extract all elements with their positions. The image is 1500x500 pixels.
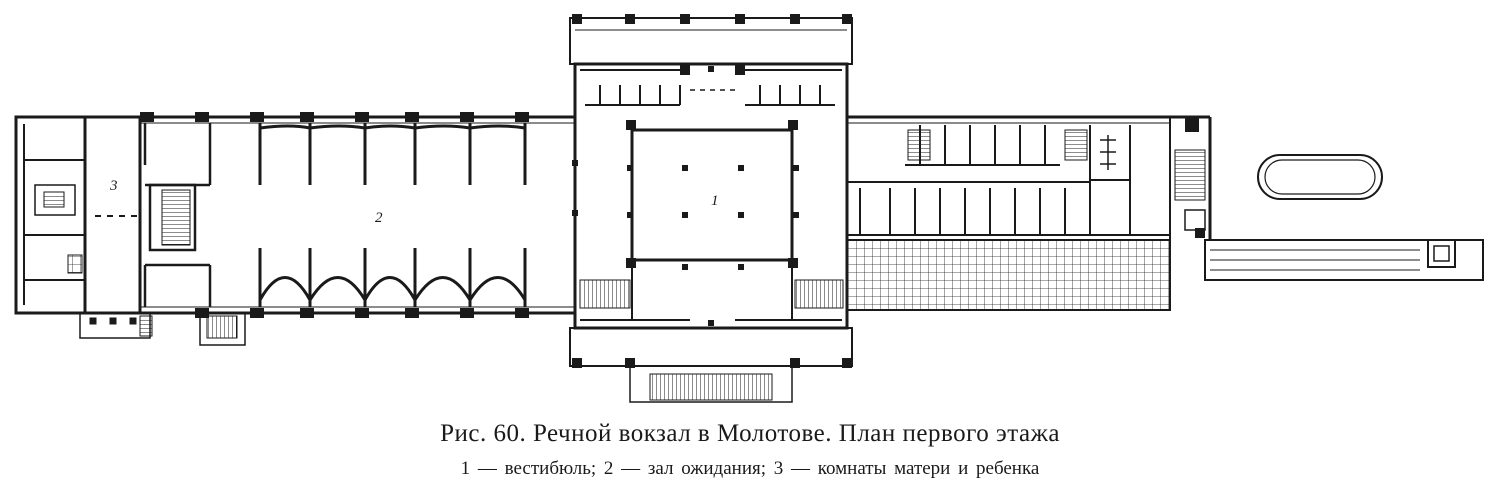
staircase [907, 129, 931, 161]
upper-niches [258, 123, 527, 185]
column [790, 358, 800, 368]
bath-fixture [43, 191, 65, 208]
waiting-hall [140, 112, 575, 346]
wall-pier [1195, 228, 1205, 238]
column [572, 160, 578, 166]
bath-fixture [67, 254, 83, 274]
wall-pier [405, 308, 419, 318]
steps [206, 315, 238, 339]
steps [794, 279, 844, 309]
column [793, 212, 799, 218]
south-portico [569, 327, 853, 367]
wall-pier [680, 65, 690, 75]
figure-caption-title: Рис. 60. Речной вокзал в Молотове. План … [440, 420, 1060, 447]
column [793, 165, 799, 171]
tiled-terrace [846, 239, 1171, 311]
column [790, 14, 800, 24]
column [738, 212, 744, 218]
wall-pier [1185, 118, 1199, 132]
staircase [1064, 129, 1088, 161]
column [572, 210, 578, 216]
service-room [1184, 209, 1206, 231]
column [89, 317, 97, 325]
wall-pier [300, 308, 314, 318]
column [738, 165, 744, 171]
room-label-vestibule: 1 [711, 193, 719, 209]
column [738, 264, 744, 270]
main-entrance-treads [649, 373, 773, 401]
north-portico [569, 17, 853, 65]
wall-pier [300, 112, 314, 122]
mooring-post [1433, 245, 1450, 262]
staircase [148, 183, 197, 252]
wall-pier [460, 308, 474, 318]
steps [139, 315, 153, 337]
fountain-basin-inner [1264, 159, 1376, 195]
vestibule-hall [630, 128, 794, 262]
hall-entrance-porch [199, 312, 246, 346]
column [682, 212, 688, 218]
wall-pier [250, 308, 264, 318]
wall-pier [140, 112, 154, 122]
wall-pier [250, 112, 264, 122]
column [735, 14, 745, 24]
mooring-post [1427, 239, 1456, 268]
wall-pier [195, 112, 209, 122]
room-label-waiting-hall: 2 [375, 210, 383, 226]
wall-pier [355, 308, 369, 318]
column [625, 358, 635, 368]
column [572, 14, 582, 24]
left-wing-outline [14, 115, 142, 315]
main-entrance-steps [629, 365, 793, 403]
sanitary-fixtures [1100, 135, 1116, 170]
column [129, 317, 137, 325]
pier-platform [1204, 154, 1484, 281]
fountain-basin [1257, 154, 1383, 200]
wall-pier [515, 308, 529, 318]
column [842, 358, 852, 368]
wall-pier [355, 112, 369, 122]
column [627, 165, 633, 171]
landing-platform [1204, 239, 1484, 281]
column [682, 264, 688, 270]
wall-pier [626, 120, 636, 130]
wall-pier [788, 120, 798, 130]
figure-caption-legend: 1 — вестибюль; 2 — зал ожидания; 3 — ком… [460, 458, 1040, 479]
right-wing [846, 115, 1212, 311]
left-wing [14, 115, 153, 339]
lower-cabins [859, 188, 1066, 235]
column [708, 66, 714, 72]
column [708, 320, 714, 326]
column [682, 165, 688, 171]
wall-pier [460, 112, 474, 122]
column [680, 14, 690, 24]
column [625, 14, 635, 24]
steps [579, 279, 631, 309]
column [627, 212, 633, 218]
floor-plan-drawing: 1 2 3 [14, 14, 1484, 403]
central-block [569, 14, 853, 403]
column [572, 358, 582, 368]
staircase [1174, 149, 1206, 201]
wall-pier [515, 112, 529, 122]
bath-fixture [34, 184, 76, 216]
service-rooms [1089, 125, 1131, 235]
room-label-mother-child-rooms: 3 [109, 178, 118, 194]
wall-pier [735, 65, 745, 75]
column [109, 317, 117, 325]
ticket-booths [585, 85, 681, 106]
staircase-treads [161, 189, 191, 246]
lower-niches [258, 248, 527, 307]
ticket-booths [745, 85, 835, 106]
wall-pier [405, 112, 419, 122]
platform-rails [1210, 249, 1420, 271]
column [842, 14, 852, 24]
